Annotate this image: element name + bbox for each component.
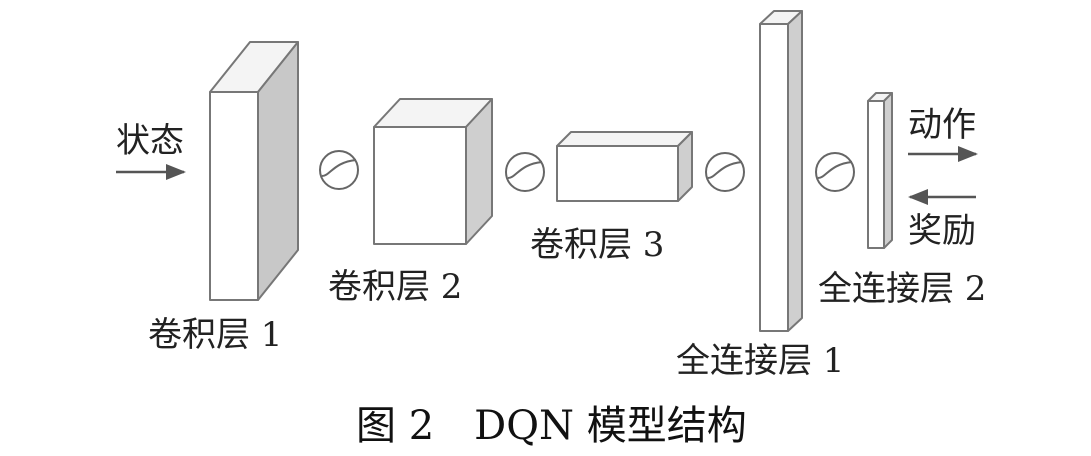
activation-node-1	[319, 150, 359, 190]
fc-layer-1-label: 全连接层 1	[676, 341, 845, 381]
fc-layer-2-block	[867, 92, 893, 249]
conv-layer-3-label: 卷积层 3	[530, 225, 665, 265]
action-label: 动作	[908, 105, 976, 145]
conv-layer-1-block	[209, 41, 299, 301]
fc-layer-2-label: 全连接层 2	[818, 269, 987, 309]
activation-node-3	[705, 152, 745, 192]
conv-layer-2-block	[373, 98, 493, 245]
fc-layer-1-block	[759, 10, 803, 332]
activation-node-2	[505, 152, 545, 192]
conv-layer-3-block	[556, 131, 693, 202]
reward-label: 奖励	[908, 211, 976, 251]
activation-node-4	[815, 152, 855, 192]
input-label: 状态	[116, 121, 184, 161]
conv-layer-1-label: 卷积层 1	[148, 315, 283, 355]
figure-caption: 图 2 DQN 模型结构	[356, 403, 747, 449]
conv-layer-2-label: 卷积层 2	[328, 267, 463, 307]
